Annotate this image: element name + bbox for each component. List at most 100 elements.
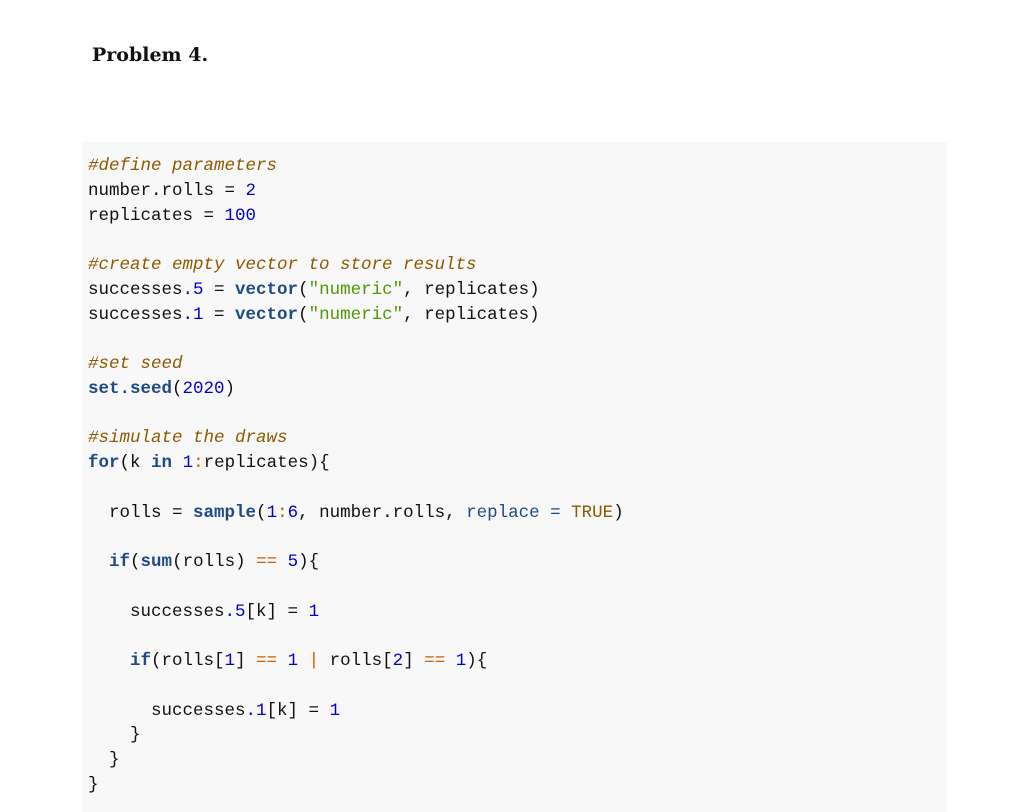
code-token: ] bbox=[403, 651, 425, 671]
code-token: [k] = bbox=[266, 700, 330, 721]
code-token: 2 bbox=[392, 651, 404, 671]
code-token: #set seed bbox=[88, 354, 183, 374]
code-token: "numeric" bbox=[308, 279, 404, 300]
code-token bbox=[298, 651, 309, 671]
code-line: successes.5[k] = 1 bbox=[88, 600, 624, 625]
code-token: rolls[ bbox=[319, 651, 393, 671]
code-token: 1 bbox=[266, 502, 278, 523]
code-token: 1 bbox=[329, 700, 341, 721]
code-line: #set seed bbox=[88, 352, 624, 377]
code-token: 1 bbox=[455, 651, 467, 671]
code-token: #create empty vector to store results bbox=[88, 255, 477, 275]
code-token: == bbox=[424, 651, 446, 671]
code-token: #simulate the draws bbox=[88, 428, 288, 449]
code-token: [k] = bbox=[245, 601, 309, 622]
code-line bbox=[88, 327, 624, 352]
code-line: #create empty vector to store results bbox=[88, 253, 624, 278]
code-token: , replicates) bbox=[403, 304, 540, 325]
code-token: for bbox=[88, 453, 120, 473]
code-token: "numeric" bbox=[308, 304, 404, 325]
code-token: : bbox=[193, 453, 204, 473]
code-line: } bbox=[88, 723, 624, 748]
code-token: in bbox=[151, 453, 173, 473]
code-line: replicates = 100 bbox=[88, 204, 624, 229]
code-token: | bbox=[308, 651, 320, 671]
code-token: ( bbox=[256, 502, 267, 523]
code-token: (k bbox=[119, 453, 152, 473]
code-token: sum bbox=[140, 552, 173, 572]
code-token: ){ bbox=[298, 552, 320, 572]
code-line bbox=[88, 525, 624, 550]
code-line bbox=[88, 402, 624, 427]
code-token: successes bbox=[88, 279, 183, 300]
code-line: set.seed(2020) bbox=[88, 377, 624, 402]
code-token: ) bbox=[224, 378, 236, 399]
code-line: if(sum(rolls) == 5){ bbox=[88, 550, 624, 575]
code-line bbox=[88, 674, 624, 699]
code-line: number.rolls = 2 bbox=[88, 179, 624, 204]
code-token: .5 bbox=[224, 601, 246, 622]
code-token: sample bbox=[193, 502, 257, 523]
code-token bbox=[277, 651, 288, 671]
problem-heading: Problem 4. bbox=[92, 44, 209, 66]
code-token: 100 bbox=[224, 205, 257, 226]
code-token: == bbox=[256, 651, 278, 671]
code-token: , replicates) bbox=[403, 279, 540, 300]
code-token: 2 bbox=[245, 180, 257, 201]
code-line bbox=[88, 624, 624, 649]
code-token: == bbox=[256, 552, 278, 572]
code-token bbox=[172, 453, 183, 473]
code-line: for(k in 1:replicates){ bbox=[88, 451, 624, 476]
code-token: if bbox=[130, 651, 152, 671]
code-token: 1 bbox=[182, 453, 194, 473]
code-token: vector bbox=[235, 304, 299, 325]
code-line: #define parameters bbox=[88, 154, 624, 179]
code-token: successes bbox=[88, 700, 246, 721]
code-token: = bbox=[203, 304, 236, 325]
code-token: replace = bbox=[466, 502, 561, 523]
code-token: ( bbox=[298, 279, 309, 300]
code-token: replicates = bbox=[88, 205, 225, 226]
code-token: vector bbox=[235, 279, 299, 300]
code-token: if bbox=[109, 552, 131, 572]
code-token: successes bbox=[88, 304, 183, 325]
code-token bbox=[88, 552, 109, 572]
code-token: 6 bbox=[287, 502, 299, 523]
code-token: TRUE bbox=[571, 502, 614, 523]
code-token: ( bbox=[172, 378, 183, 399]
code-token: replicates){ bbox=[203, 453, 330, 473]
code-token: rolls = bbox=[88, 502, 194, 523]
code-token bbox=[445, 651, 456, 671]
code-line: successes.1[k] = 1 bbox=[88, 699, 624, 724]
code-line bbox=[88, 476, 624, 501]
code-token: 5 bbox=[287, 552, 299, 572]
code-token: } bbox=[88, 725, 141, 746]
code-line bbox=[88, 575, 624, 600]
code-line: successes.1 = vector("numeric", replicat… bbox=[88, 303, 624, 328]
code-token bbox=[561, 503, 572, 523]
code-token: .1 bbox=[245, 700, 267, 721]
code-line: rolls = sample(1:6, number.rolls, replac… bbox=[88, 501, 624, 526]
code-token bbox=[277, 552, 288, 572]
code-token: , number.rolls, bbox=[298, 502, 467, 523]
code-token: ] bbox=[235, 651, 257, 671]
code-token: ( bbox=[130, 552, 141, 572]
code-token: ){ bbox=[466, 651, 488, 671]
code-token: (rolls) bbox=[172, 552, 257, 572]
code-line: } bbox=[88, 748, 624, 773]
code-token: 1 bbox=[308, 601, 320, 622]
code-token: .1 bbox=[182, 304, 204, 325]
code-token: ( bbox=[298, 304, 309, 325]
code-token bbox=[88, 651, 130, 671]
code-token: successes bbox=[88, 601, 225, 622]
code-line bbox=[88, 228, 624, 253]
code-token: #define parameters bbox=[88, 156, 278, 176]
code-token: = bbox=[203, 279, 236, 300]
code-token: : bbox=[277, 502, 288, 523]
code-line: } bbox=[88, 773, 624, 798]
code-token: } bbox=[88, 774, 99, 795]
code-token: 1 bbox=[287, 651, 299, 671]
code-token: number.rolls = bbox=[88, 180, 246, 201]
code-line: #simulate the draws bbox=[88, 426, 624, 451]
